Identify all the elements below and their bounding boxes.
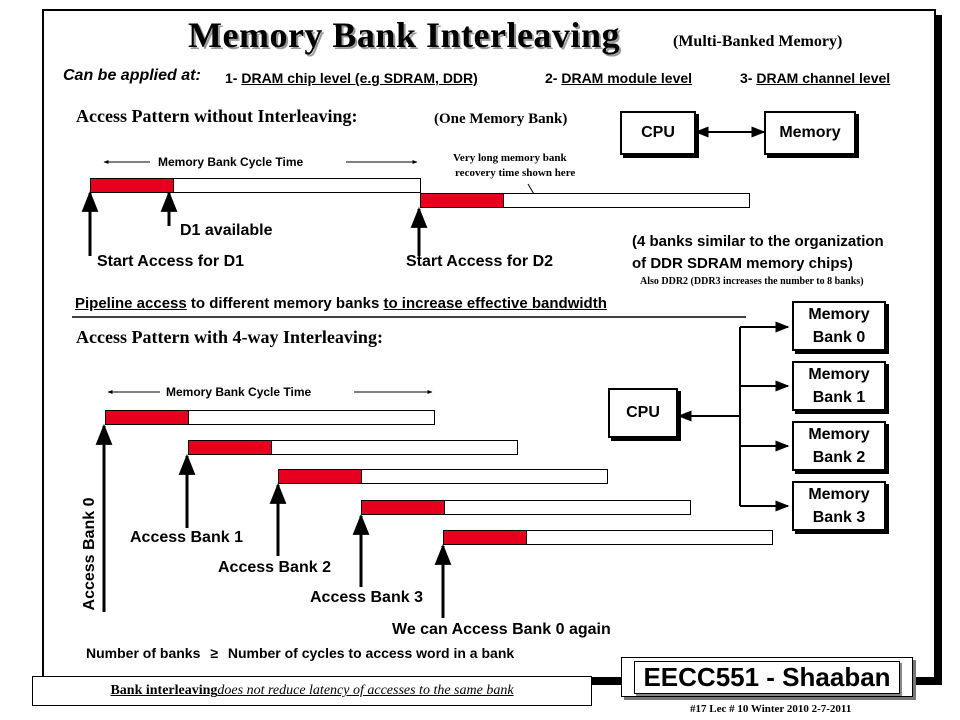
bank-3-access-bar xyxy=(361,500,691,515)
bank-count-rule: Number of banks ≥ Number of cycles to ac… xyxy=(86,645,514,661)
banks-note-1: (4 banks similar to the organization xyxy=(632,233,884,250)
applied-item-1-num: 1- xyxy=(225,70,238,86)
section1-note: (One Memory Bank) xyxy=(434,111,568,127)
memory-bank-2-line1: Memory xyxy=(808,425,870,443)
course-badge: EECC551 - Shaaban xyxy=(621,657,913,697)
banks-note-2: of DDR SDRAM memory chips) xyxy=(632,255,853,272)
applied-item-1-text: DRAM chip level (e.g SDRAM, DDR) xyxy=(241,70,478,86)
page-title: Memory Bank Interleaving xyxy=(188,15,620,55)
section2-heading: Access Pattern with 4-way Interleaving: xyxy=(76,327,383,347)
memory-bank-0-line2: Bank 0 xyxy=(812,329,866,346)
d1-access-bar xyxy=(90,178,421,193)
start-d1-label: Start Access for D1 xyxy=(97,253,245,270)
cycle-time-label-2: Memory Bank Cycle Time xyxy=(166,385,312,399)
bank-0-again-access-segment xyxy=(444,531,527,544)
memory-bank-3-line2: Bank 3 xyxy=(812,509,866,526)
memory-bank-3-line1: Memory xyxy=(808,485,870,503)
applied-item-2-text: DRAM module level xyxy=(561,70,693,86)
bank-0-access-bar xyxy=(105,410,435,425)
applied-item-3-text: DRAM channel level xyxy=(756,70,891,86)
pipeline-part-1: Pipeline access xyxy=(75,295,187,312)
d1-available-label: D1 available xyxy=(180,222,273,239)
applied-item-2: 2- DRAM module level xyxy=(545,70,692,86)
course-label: EECC551 - Shaaban xyxy=(634,660,900,694)
applied-item-3: 3- DRAM channel level xyxy=(740,70,890,86)
lecture-info: #17 Lec # 10 Winter 2010 2-7-2011 xyxy=(690,703,852,715)
applied-item-3-num: 3- xyxy=(740,70,753,86)
applied-label: Can be applied at: xyxy=(63,67,201,84)
latency-footnote: Bank interleaving does not reduce latenc… xyxy=(32,676,592,706)
section1-heading: Access Pattern without Interleaving: xyxy=(76,106,358,126)
d1-access-segment xyxy=(91,179,174,192)
bank-0-again-access-bar xyxy=(443,530,773,545)
rule-symbol: ≥ xyxy=(210,645,218,661)
memory-bank-1-line1: Memory xyxy=(808,365,870,383)
footnote-part-2: does not reduce latency of accesses to t… xyxy=(217,683,514,698)
bank-2-access-segment xyxy=(279,470,362,483)
access-bank-0-label: Access Bank 0 xyxy=(81,497,98,611)
banks-note-3: Also DDR2 (DDR3 increases the number to … xyxy=(640,276,864,287)
applied-item-2-num: 2- xyxy=(545,70,558,86)
rule-left: Number of banks xyxy=(86,645,201,661)
bank-0-access-segment xyxy=(106,411,189,424)
cpu-box-interleaved: CPU xyxy=(608,388,678,438)
start-d2-label: Start Access for D2 xyxy=(406,253,554,270)
recovery-note-2: recovery time shown here xyxy=(455,167,576,179)
d2-access-segment xyxy=(421,194,504,207)
bank-2-access-bar xyxy=(278,469,608,484)
memory-box-single: Memory xyxy=(764,111,856,155)
d2-access-bar xyxy=(420,193,750,208)
memory-bank-0-line1: Memory xyxy=(808,305,870,323)
footnote-part-1: Bank interleaving xyxy=(110,683,218,698)
pipeline-part-2: to different memory banks xyxy=(186,295,384,312)
applied-item-1: 1- DRAM chip level (e.g SDRAM, DDR) xyxy=(225,70,478,86)
pipeline-statement: Pipeline access to different memory bank… xyxy=(75,295,607,312)
recovery-note-1: Very long memory bank xyxy=(453,152,567,164)
rule-right: Number of cycles to access word in a ban… xyxy=(227,645,515,661)
access-bank-0-again-label: We can Access Bank 0 again xyxy=(392,621,611,638)
cycle-time-label: Memory Bank Cycle Time xyxy=(158,155,304,169)
memory-bank-1-line2: Bank 1 xyxy=(812,389,866,406)
page-subtitle: (Multi-Banked Memory) xyxy=(673,33,843,50)
cpu-box-single: CPU xyxy=(620,111,696,155)
bank-1-access-bar xyxy=(188,440,518,455)
access-bank-3-label: Access Bank 3 xyxy=(310,589,423,606)
access-bank-1-label: Access Bank 1 xyxy=(130,529,243,546)
bank-3-access-segment xyxy=(362,501,445,514)
access-bank-2-label: Access Bank 2 xyxy=(218,559,331,576)
memory-bank-2-line2: Bank 2 xyxy=(812,449,866,466)
pipeline-part-3: to increase effective bandwidth xyxy=(383,295,607,312)
bank-1-access-segment xyxy=(189,441,272,454)
